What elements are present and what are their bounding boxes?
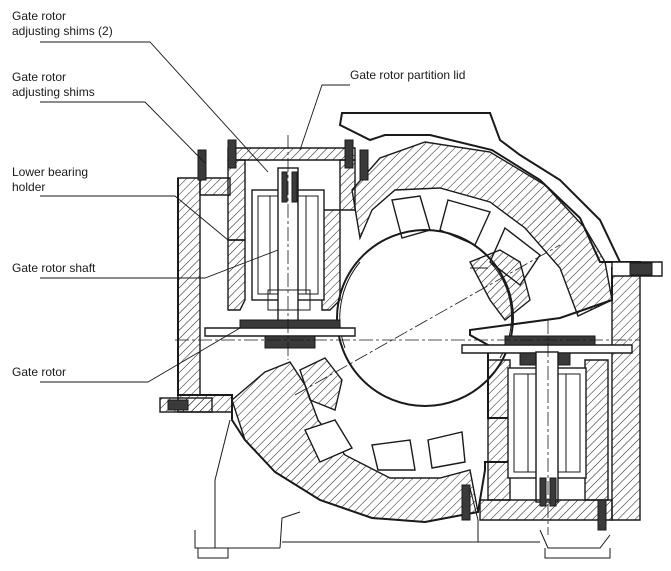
center-lines	[175, 135, 640, 535]
label-gate-rotor-adjusting-shims-2-line2: adjusting shims (2)	[12, 24, 113, 38]
left-gate-rotor-assembly	[159, 139, 369, 413]
gate-rotor-partition-lid	[227, 147, 356, 161]
label-lower-bearing-holder-line2: holder	[12, 180, 45, 194]
right-gate-rotor-assembly	[461, 261, 663, 531]
label-gate-rotor-shaft: Gate rotor shaft	[12, 261, 96, 275]
label-gate-rotor-adjusting-shims-line2: adjusting shims	[12, 85, 95, 99]
label-gate-rotor-adjusting-shims-2-line1: Gate rotor	[12, 9, 66, 23]
label-gate-rotor-partition-lid: Gate rotor partition lid	[350, 68, 465, 82]
lower-bearing-holder	[227, 239, 246, 311]
label-gate-rotor: Gate rotor	[12, 365, 66, 379]
leader-lines	[40, 41, 488, 383]
label-lower-bearing-holder-line1: Lower bearing	[12, 165, 88, 179]
gate-rotor	[204, 327, 356, 337]
label-gate-rotor-adjusting-shims-line1: Gate rotor	[12, 70, 66, 84]
screw-rotor	[299, 229, 531, 411]
main-casing	[177, 112, 641, 559]
